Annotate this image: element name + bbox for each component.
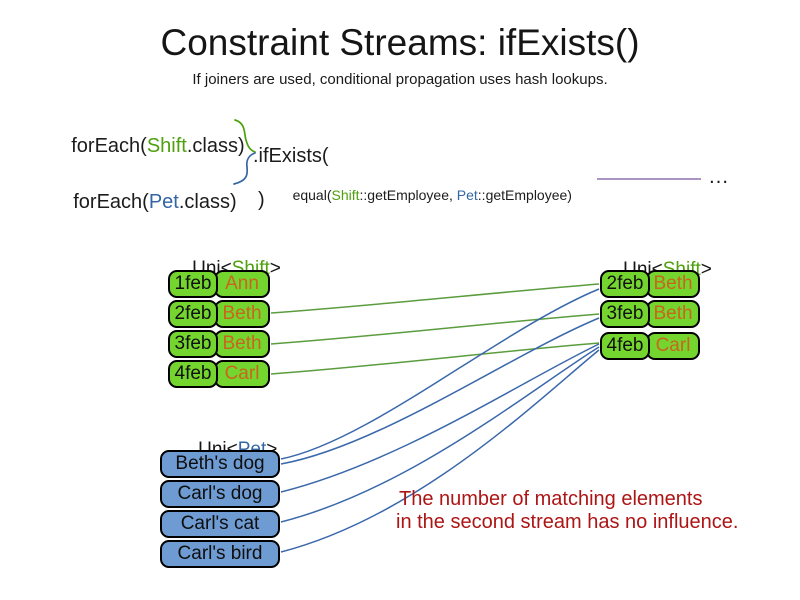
code-close-paren: ) — [258, 189, 265, 211]
pet-row-carls-bird: Carl's bird — [160, 540, 280, 568]
page-title: Constraint Streams: ifExists() — [160, 22, 640, 63]
edge-shift-2feb — [270, 283, 600, 314]
code-text: .class) — [178, 191, 237, 213]
page-subtitle: If joiners are used, conditional propaga… — [192, 71, 608, 88]
pet-row-carls-dog: Carl's dog — [160, 480, 280, 508]
shift-class-token: Shift — [146, 135, 187, 157]
shift-date-cell: 3feb — [600, 300, 650, 328]
shift-date-cell: 2feb — [168, 300, 218, 328]
shift-employee-cell: Carl — [646, 332, 700, 360]
code-text: .class) — [186, 135, 245, 157]
edge-shift-4feb — [270, 342, 600, 375]
code-text: ::getEmployee) — [477, 187, 572, 203]
shift-employee-cell: Beth — [214, 330, 270, 358]
shift-employee-cell: Ann — [214, 270, 270, 298]
right-shift-row-2feb: 2feb Beth — [600, 270, 700, 298]
code-equal-joiner: equal(Shift::getEmployee, Pet::getEmploy… — [277, 171, 572, 219]
code-ifexists: .ifExists( — [253, 145, 329, 167]
note-line-1: The number of matching elements — [399, 488, 703, 510]
edge-bethsdog-3feb — [280, 317, 600, 465]
code-text: forEach( — [71, 135, 147, 157]
code-foreach-shift: forEach(Shift.class) — [49, 112, 245, 181]
shift-date-cell: 4feb — [168, 360, 218, 388]
pet-class-token: Pet — [148, 191, 179, 213]
shift-employee-cell: Beth — [646, 270, 700, 298]
code-text: ::getEmployee, — [359, 187, 457, 203]
edge-bethsdog-2feb — [280, 288, 600, 460]
shift-date-cell: 3feb — [168, 330, 218, 358]
edge-shift-3feb — [270, 313, 600, 345]
pet-row-carls-cat: Carl's cat — [160, 510, 280, 538]
left-shift-row-2feb: 2feb Beth — [168, 300, 270, 328]
shift-employee-cell: Carl — [214, 360, 270, 388]
label-text: > — [266, 439, 277, 460]
left-shift-row-4feb: 4feb Carl — [168, 360, 270, 388]
shift-date-cell: 2feb — [600, 270, 650, 298]
right-shift-row-3feb: 3feb Beth — [600, 300, 700, 328]
edge-carlsdog-4feb — [280, 343, 600, 493]
pet-class-token: Pet — [456, 187, 478, 203]
right-shift-row-4feb: 4feb Carl — [600, 332, 700, 360]
shift-class-token: Shift — [331, 187, 360, 203]
left-shift-row-3feb: 3feb Beth — [168, 330, 270, 358]
shift-date-cell: 4feb — [600, 332, 650, 360]
note-line-2: in the second stream has no influence. — [396, 511, 739, 533]
code-text: forEach( — [73, 191, 149, 213]
pet-row-beths-dog: Beth's dog — [160, 450, 280, 478]
shift-date-cell: 1feb — [168, 270, 218, 298]
label-text: > — [700, 259, 712, 280]
code-ellipsis: … — [708, 165, 729, 188]
left-shift-row-1feb: 1feb Ann — [168, 270, 270, 298]
label-text: > — [269, 258, 281, 279]
shift-employee-cell: Beth — [214, 300, 270, 328]
code-foreach-pet: forEach(Pet.class) — [51, 168, 237, 237]
code-text: equal( — [292, 187, 332, 203]
shift-employee-cell: Beth — [646, 300, 700, 328]
